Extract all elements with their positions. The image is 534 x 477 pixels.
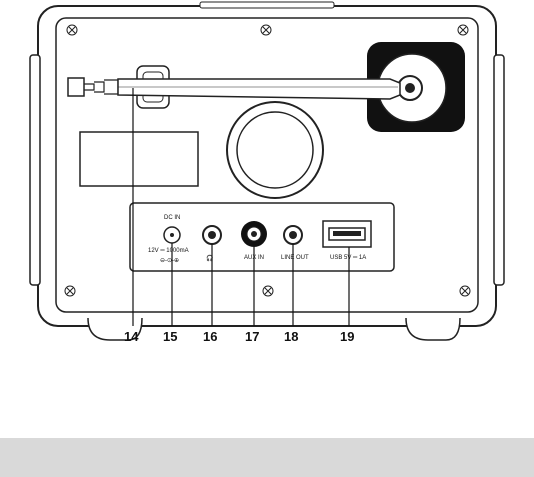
screw-icon (66, 24, 78, 36)
dc-in-pin (170, 233, 174, 237)
line-out-jack-hole (289, 231, 297, 239)
callout-14: 14 (124, 329, 139, 344)
line-out-label: LINE OUT (281, 255, 309, 261)
leader-lines (132, 88, 350, 326)
screw-icon (64, 285, 76, 297)
footer-bar (0, 438, 534, 477)
screw-icon (262, 285, 274, 297)
callout-16: 16 (203, 329, 217, 344)
headphone-icon: 🎧 (206, 254, 213, 262)
screw-icon (459, 285, 471, 297)
usb-label: USB 5V ═ 1A (330, 255, 366, 261)
radio-back-panel-diagram: DC IN 12V ═ 1000mA ⊖-⊙-⊕ 🎧 AUX IN LINE O… (29, 1, 505, 344)
callout-19: 19 (340, 329, 354, 344)
aux-in-jack-hole (251, 231, 257, 237)
foot-left (87, 317, 143, 341)
dc-in-label: DC IN (164, 215, 180, 221)
callout-17: 17 (245, 329, 259, 344)
foot-right (405, 317, 461, 341)
screw-icon (457, 24, 469, 36)
bass-port-inner (236, 111, 314, 189)
dc-spec-label: 12V ═ 1000mA (148, 248, 189, 254)
cabinet-side-right (493, 54, 505, 286)
telescopic-antenna (67, 77, 401, 100)
cabinet-side-left (29, 54, 41, 286)
rating-label-area (79, 131, 199, 187)
callout-18: 18 (284, 329, 298, 344)
dc-polarity-symbol: ⊖-⊙-⊕ (160, 258, 179, 264)
callout-15: 15 (163, 329, 177, 344)
antenna-pivot-center (405, 83, 415, 93)
cabinet-top-edge (199, 1, 335, 9)
usb-port-tongue (333, 231, 361, 236)
screw-icon (260, 24, 272, 36)
headphone-jack-hole (208, 231, 216, 239)
